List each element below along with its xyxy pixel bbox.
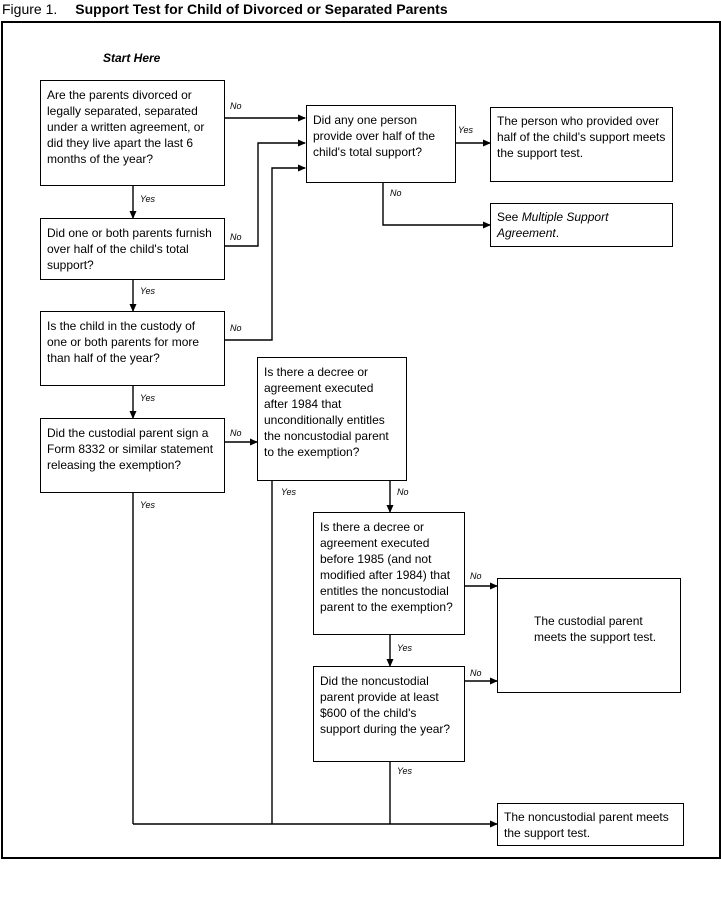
result-noncustodial-meets-test-text: The noncustodial parent meets the suppor… xyxy=(504,810,669,840)
label-q6-yes: Yes xyxy=(281,487,297,497)
question-decree-before-1985-text: Is there a decree or agreement executed … xyxy=(320,520,453,614)
question-one-person-support: Did any one person provide over half of … xyxy=(306,105,456,183)
label-q2-no: No xyxy=(230,232,242,242)
result-multiple-support-suffix: . xyxy=(555,226,560,240)
question-parents-furnish-support-text: Did one or both parents furnish over hal… xyxy=(47,226,212,272)
label-q8-no: No xyxy=(470,668,482,678)
result-custodial-meets-test-text: The custodial parent meets the support t… xyxy=(534,614,657,644)
edge-q5-no xyxy=(382,182,491,229)
label-q8-yes: Yes xyxy=(397,766,413,776)
label-q5-no: No xyxy=(390,188,402,198)
label-q4-yes: Yes xyxy=(140,500,156,510)
question-one-person-support-text: Did any one person provide over half of … xyxy=(313,113,436,159)
label-q5-yes: Yes xyxy=(458,125,474,135)
question-form-8332: Did the custodial parent sign a Form 833… xyxy=(40,418,225,493)
label-q3-yes: Yes xyxy=(140,393,156,403)
label-q7-no: No xyxy=(470,571,482,581)
label-q6-no: No xyxy=(397,487,409,497)
question-parents-separated: Are the parents divorced or legally sepa… xyxy=(40,80,225,186)
start-here-label: Start Here xyxy=(103,51,161,65)
label-q1-no: No xyxy=(230,101,242,111)
label-q7-yes: Yes xyxy=(397,643,413,653)
question-noncustodial-600-text: Did the noncustodial parent provide at l… xyxy=(320,674,451,736)
result-multiple-support-italic: Multiple Support Agreement xyxy=(497,210,609,240)
question-form-8332-text: Did the custodial parent sign a Form 833… xyxy=(47,426,214,472)
edge-q2-no xyxy=(224,139,306,247)
question-decree-after-1984-text: Is there a decree or agreement executed … xyxy=(264,365,389,459)
figure-number: Figure 1. xyxy=(2,1,58,17)
label-q2-yes: Yes xyxy=(140,286,156,296)
question-noncustodial-600: Did the noncustodial parent provide at l… xyxy=(313,666,465,762)
question-parents-furnish-support: Did one or both parents furnish over hal… xyxy=(40,218,225,280)
result-multiple-support: See Multiple Support Agreement. xyxy=(490,203,673,247)
label-q4-no: No xyxy=(230,428,242,438)
result-custodial-meets-test: The custodial parent meets the support t… xyxy=(497,578,681,693)
result-person-meets-test-text: The person who provided over half of the… xyxy=(497,114,666,160)
result-person-meets-test: The person who provided over half of the… xyxy=(490,107,673,182)
result-multiple-support-prefix: See xyxy=(497,210,522,224)
question-decree-before-1985: Is there a decree or agreement executed … xyxy=(313,512,465,635)
figure-title: Support Test for Child of Divorced or Se… xyxy=(75,1,448,17)
result-noncustodial-meets-test: The noncustodial parent meets the suppor… xyxy=(497,803,684,846)
label-q3-no: No xyxy=(230,323,242,333)
question-parents-separated-text: Are the parents divorced or legally sepa… xyxy=(47,88,205,166)
label-q1-yes: Yes xyxy=(140,194,156,204)
figure-heading: Figure 1. Support Test for Child of Divor… xyxy=(2,0,448,18)
diagram-frame xyxy=(1,21,721,859)
question-decree-after-1984: Is there a decree or agreement executed … xyxy=(257,357,407,481)
edge-q3-no xyxy=(224,164,306,341)
question-custody: Is the child in the custody of one or bo… xyxy=(40,311,225,386)
question-custody-text: Is the child in the custody of one or bo… xyxy=(47,319,200,365)
